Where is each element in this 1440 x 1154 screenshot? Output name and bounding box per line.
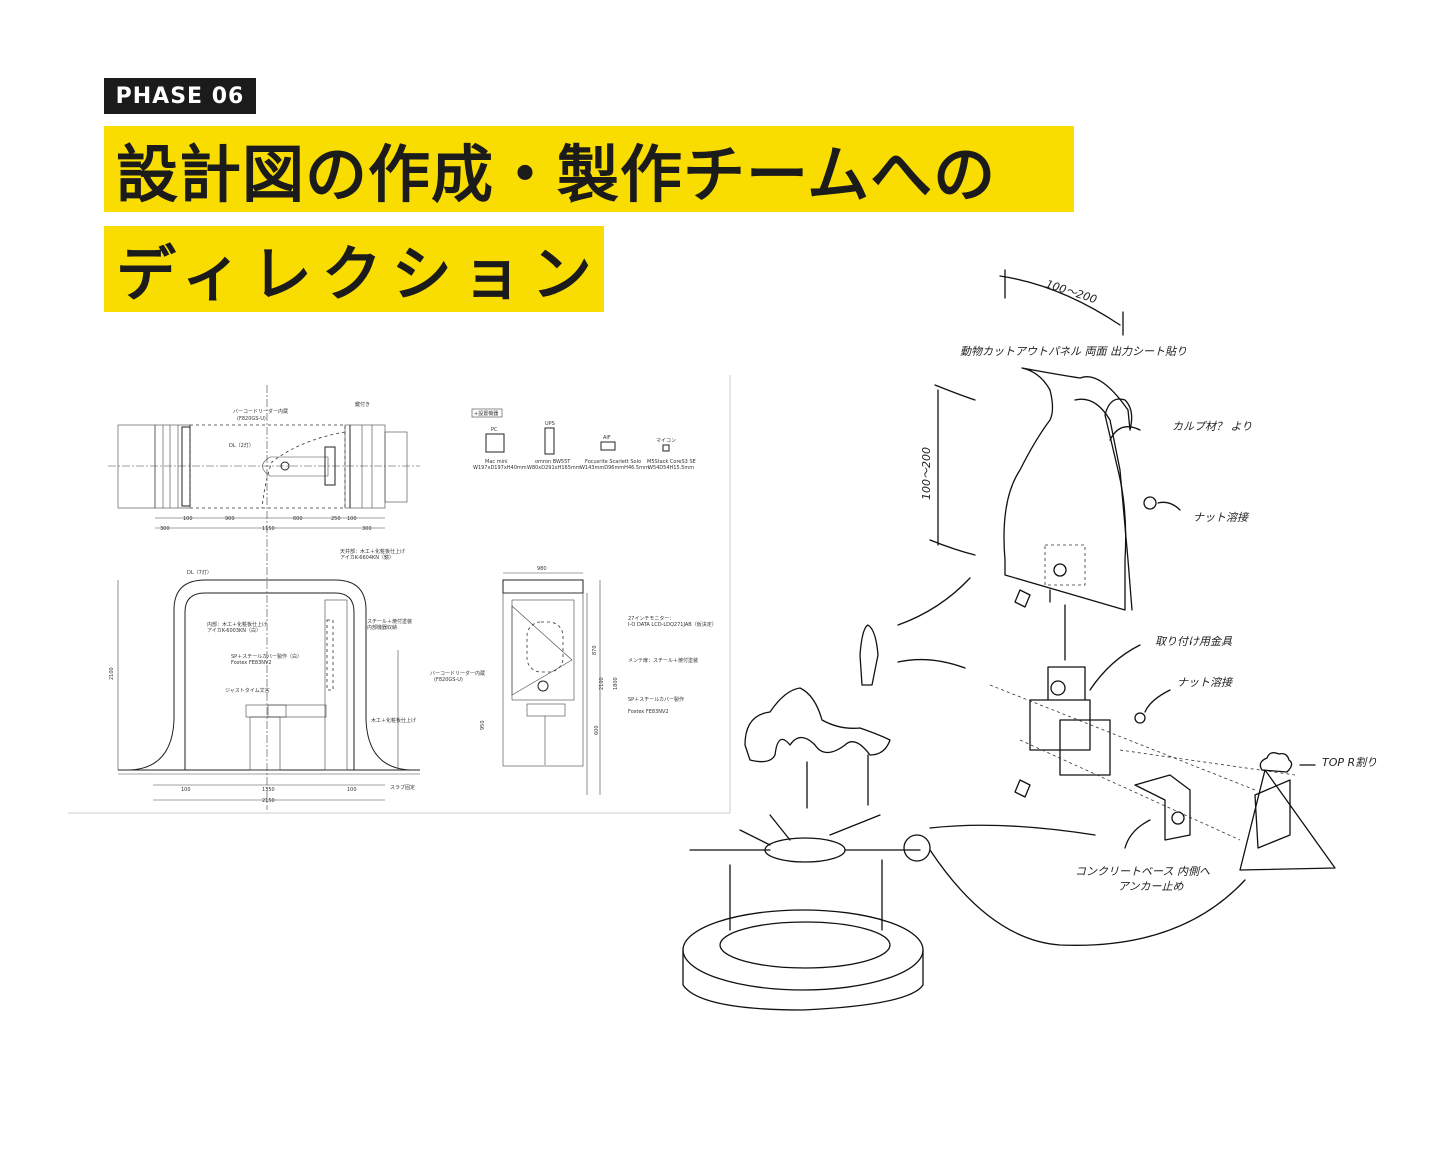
material-note: カルプ材？ より bbox=[1172, 420, 1252, 433]
speaker-label: SP＋スチールカバー製作（白） bbox=[231, 653, 302, 660]
arrow bbox=[897, 577, 971, 669]
equipment-size: W54D54H15.5mm bbox=[648, 465, 694, 471]
rock-prop bbox=[744, 687, 891, 763]
dim-label: 980 bbox=[537, 566, 547, 572]
arrow bbox=[929, 849, 1246, 946]
speaker-label: SP＋スチールカバー製作 bbox=[628, 696, 684, 703]
dimension-line bbox=[999, 269, 1124, 336]
dim-label: 300 bbox=[160, 526, 170, 532]
inner-spec-label: アイカK-6003KN（白） bbox=[207, 627, 261, 634]
cad-drawing-panel: 300 100 900 600 250 100 1150 300 バーコードリー… bbox=[68, 375, 731, 814]
equipment-size: W80xD291xH165mm bbox=[527, 465, 581, 471]
anchor-note: コンクリートベース 内側へ bbox=[1075, 865, 1210, 878]
panel-edge bbox=[1074, 398, 1133, 611]
top-note: TOP R割り bbox=[1322, 756, 1377, 769]
dim-label: 250 bbox=[331, 516, 341, 522]
monitor-label: 27インチモニター： bbox=[628, 615, 674, 622]
mounting-bracket bbox=[1029, 604, 1111, 776]
nut-weld-note-2: ナット溶接 bbox=[1177, 676, 1234, 689]
dim-label: 950 bbox=[480, 720, 486, 730]
storage-label: スチール＋焼付塗装 bbox=[367, 618, 412, 625]
wood-label: 木工＋化粧板仕上げ bbox=[371, 717, 416, 724]
bracket-note: 取り付け用金具 bbox=[1155, 635, 1233, 648]
equipment-name: M5Stack CoreS3 SE bbox=[647, 459, 696, 465]
monitor-model-label: I-O DATA LCD-LDQ271JAB（仮決定） bbox=[628, 621, 717, 628]
dim-label: 100 bbox=[347, 787, 357, 793]
dim-label: 600 bbox=[594, 725, 600, 735]
equipment-type: UPS bbox=[545, 421, 555, 427]
cad-front-view: 980 870 1800 2100 950 600 27インチモニター： I-O… bbox=[430, 566, 717, 795]
height-range-note: 100～200 bbox=[920, 447, 933, 500]
barcode-reader-label: バーコードリーダー内蔵 bbox=[233, 408, 288, 415]
bracket-part bbox=[859, 624, 879, 686]
base-label: スラブ固定 bbox=[390, 784, 415, 791]
phase-badge: PHASE 06 bbox=[104, 78, 256, 114]
barcode-model-label: (F820GS-U) bbox=[237, 416, 266, 422]
cad-side-elevation: 2100 100 1350 100 2150 天井部：木工＋化粧板仕上げ アイカ… bbox=[109, 548, 420, 804]
width-range-note: 100～200 bbox=[1044, 277, 1098, 306]
center-hub bbox=[764, 837, 846, 863]
barcode-label: バーコードリーダー内蔵 bbox=[430, 670, 485, 677]
ceiling-label: 天井部：木工＋化粧板仕上げ bbox=[340, 548, 405, 555]
speaker-model-label: Fostex FE83NV2 bbox=[628, 709, 669, 715]
dim-label: 2150 bbox=[262, 798, 275, 804]
equipment-name: omron BW55T bbox=[535, 459, 571, 465]
barcode-model-label: (F820GS-U) bbox=[434, 677, 463, 683]
equipment-size: W143mmD96mmH46.5mm bbox=[580, 465, 649, 471]
equipment-type: AIF bbox=[603, 435, 611, 441]
dim-label: 2100 bbox=[599, 677, 605, 690]
arrow bbox=[929, 824, 1096, 836]
speaker-model-label: Fostex FE83NV2 bbox=[231, 660, 272, 666]
cad-plan-view: 300 100 900 600 250 100 1150 300 バーコードリー… bbox=[108, 385, 420, 810]
arrow bbox=[806, 754, 869, 809]
equipment-size: W197xD197xH40mm bbox=[473, 465, 527, 471]
page-title-line-2: ディレクション bbox=[104, 226, 604, 312]
equipment-type: PC bbox=[491, 427, 498, 433]
dim-label: 600 bbox=[293, 516, 303, 522]
dim-label: 1350 bbox=[262, 787, 275, 793]
dim-label: 1150 bbox=[262, 526, 275, 532]
inner-label: 内部：木工＋化粧板仕上げ bbox=[207, 621, 267, 628]
equipment-heading: +設置機器 bbox=[474, 410, 498, 417]
dim-label: 100 bbox=[181, 787, 191, 793]
concrete-block bbox=[1134, 774, 1191, 841]
equipment-name: Mac mini bbox=[485, 459, 508, 465]
dim-label: 900 bbox=[225, 516, 235, 522]
equipment-name: Focusrite Scarlett Solo bbox=[585, 459, 641, 465]
downlight-label: DL（7灯） bbox=[187, 569, 212, 576]
dim-label: 2100 bbox=[109, 667, 115, 680]
equipment-type: マイコン bbox=[656, 438, 676, 444]
panel-note: 動物カットアウトパネル 両面 出力シート貼り bbox=[960, 345, 1187, 358]
dim-label: 100 bbox=[347, 516, 357, 522]
downlight-label: DL（2灯） bbox=[229, 442, 254, 449]
dim-label: 300 bbox=[362, 526, 372, 532]
page-title-line-1: 設計図の作成・製作チームへの bbox=[104, 126, 1074, 212]
hand-sketch: 100～200 100～200 動物カットアウトパネル 両面 出力シート貼り カ… bbox=[682, 269, 1377, 1011]
storage-label-2: 内部機器収納 bbox=[367, 624, 397, 631]
dimension-line bbox=[929, 384, 976, 556]
anchor-note-2: アンカー止め bbox=[1118, 880, 1185, 893]
justtime-label: ジャストタイム文言 bbox=[225, 687, 270, 694]
dim-label: 870 bbox=[592, 645, 598, 655]
equipment-list: +設置機器 PC UPS AIF マイコン Mac mini omron BW5… bbox=[471, 408, 696, 471]
support-arms bbox=[689, 814, 921, 851]
nut-weld-note: ナット溶接 bbox=[1193, 511, 1250, 524]
dim-label: 1800 bbox=[613, 677, 619, 690]
animal-panel bbox=[1003, 367, 1133, 611]
dim-label: 100 bbox=[183, 516, 193, 522]
triangular-post bbox=[1239, 769, 1336, 871]
maintenance-door-label: メンテ扉：スチール＋焼付塗装 bbox=[628, 657, 698, 664]
lock-label: 鍵付き bbox=[355, 401, 370, 408]
ceiling-spec-label: アイカK-6604KN（鏡） bbox=[340, 554, 394, 561]
